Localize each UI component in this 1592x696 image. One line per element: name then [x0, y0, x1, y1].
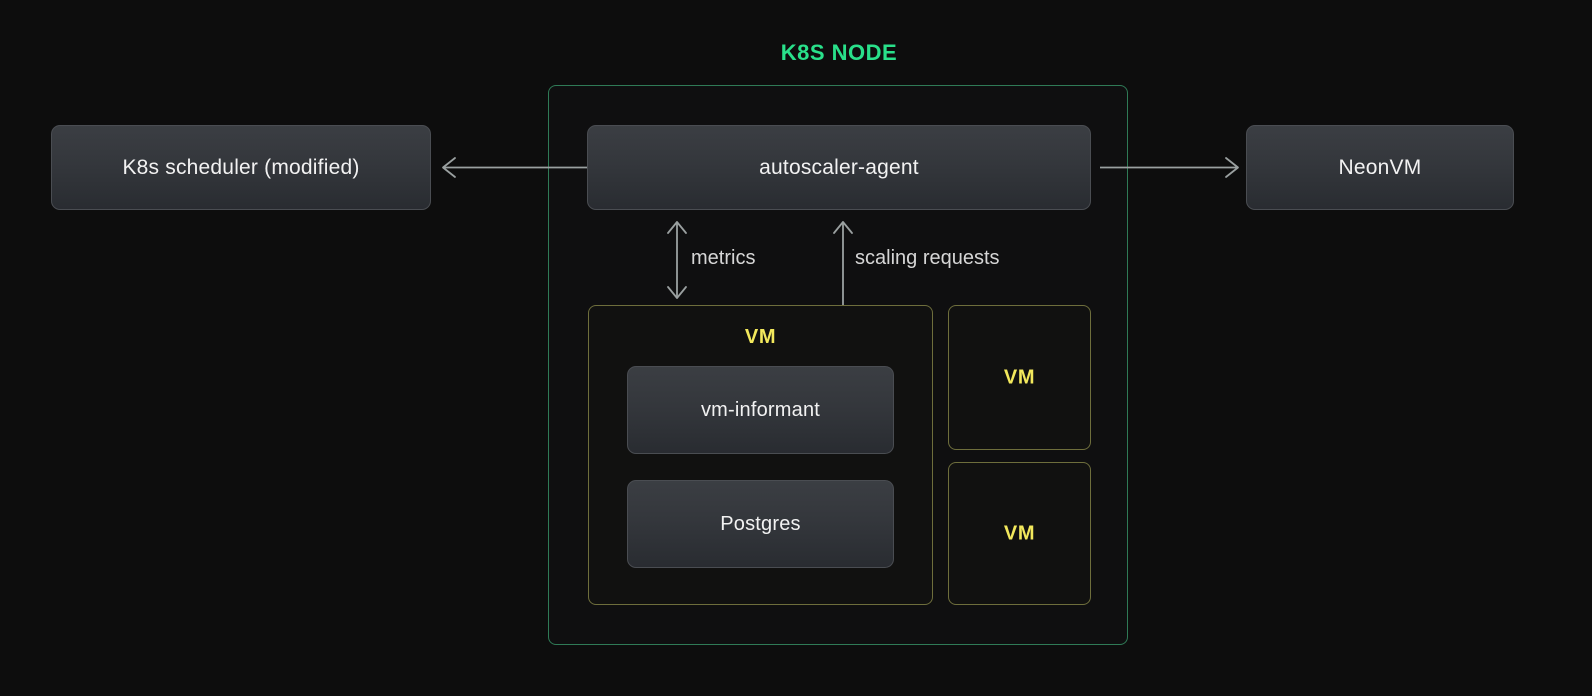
k8s-scheduler-box[interactable]: K8s scheduler (modified) — [51, 125, 431, 210]
k8s-node-title: K8S NODE — [780, 40, 898, 65]
vm-informant-box[interactable]: vm-informant — [627, 366, 894, 454]
vm-secondary-box-1[interactable]: VM — [948, 305, 1091, 450]
vm-secondary-label-2: VM — [1003, 522, 1036, 544]
postgres-box[interactable]: Postgres — [627, 480, 894, 568]
vm-main-label: VM — [744, 326, 777, 348]
metrics-arrow-label: metrics — [691, 247, 756, 269]
scaling-requests-arrow-label: scaling requests — [855, 247, 1000, 269]
neonvm-box[interactable]: NeonVM — [1246, 125, 1514, 210]
autoscaler-agent-box[interactable]: autoscaler-agent — [587, 125, 1091, 210]
vm-secondary-label-1: VM — [1003, 366, 1036, 388]
vm-secondary-box-2[interactable]: VM — [948, 462, 1091, 605]
